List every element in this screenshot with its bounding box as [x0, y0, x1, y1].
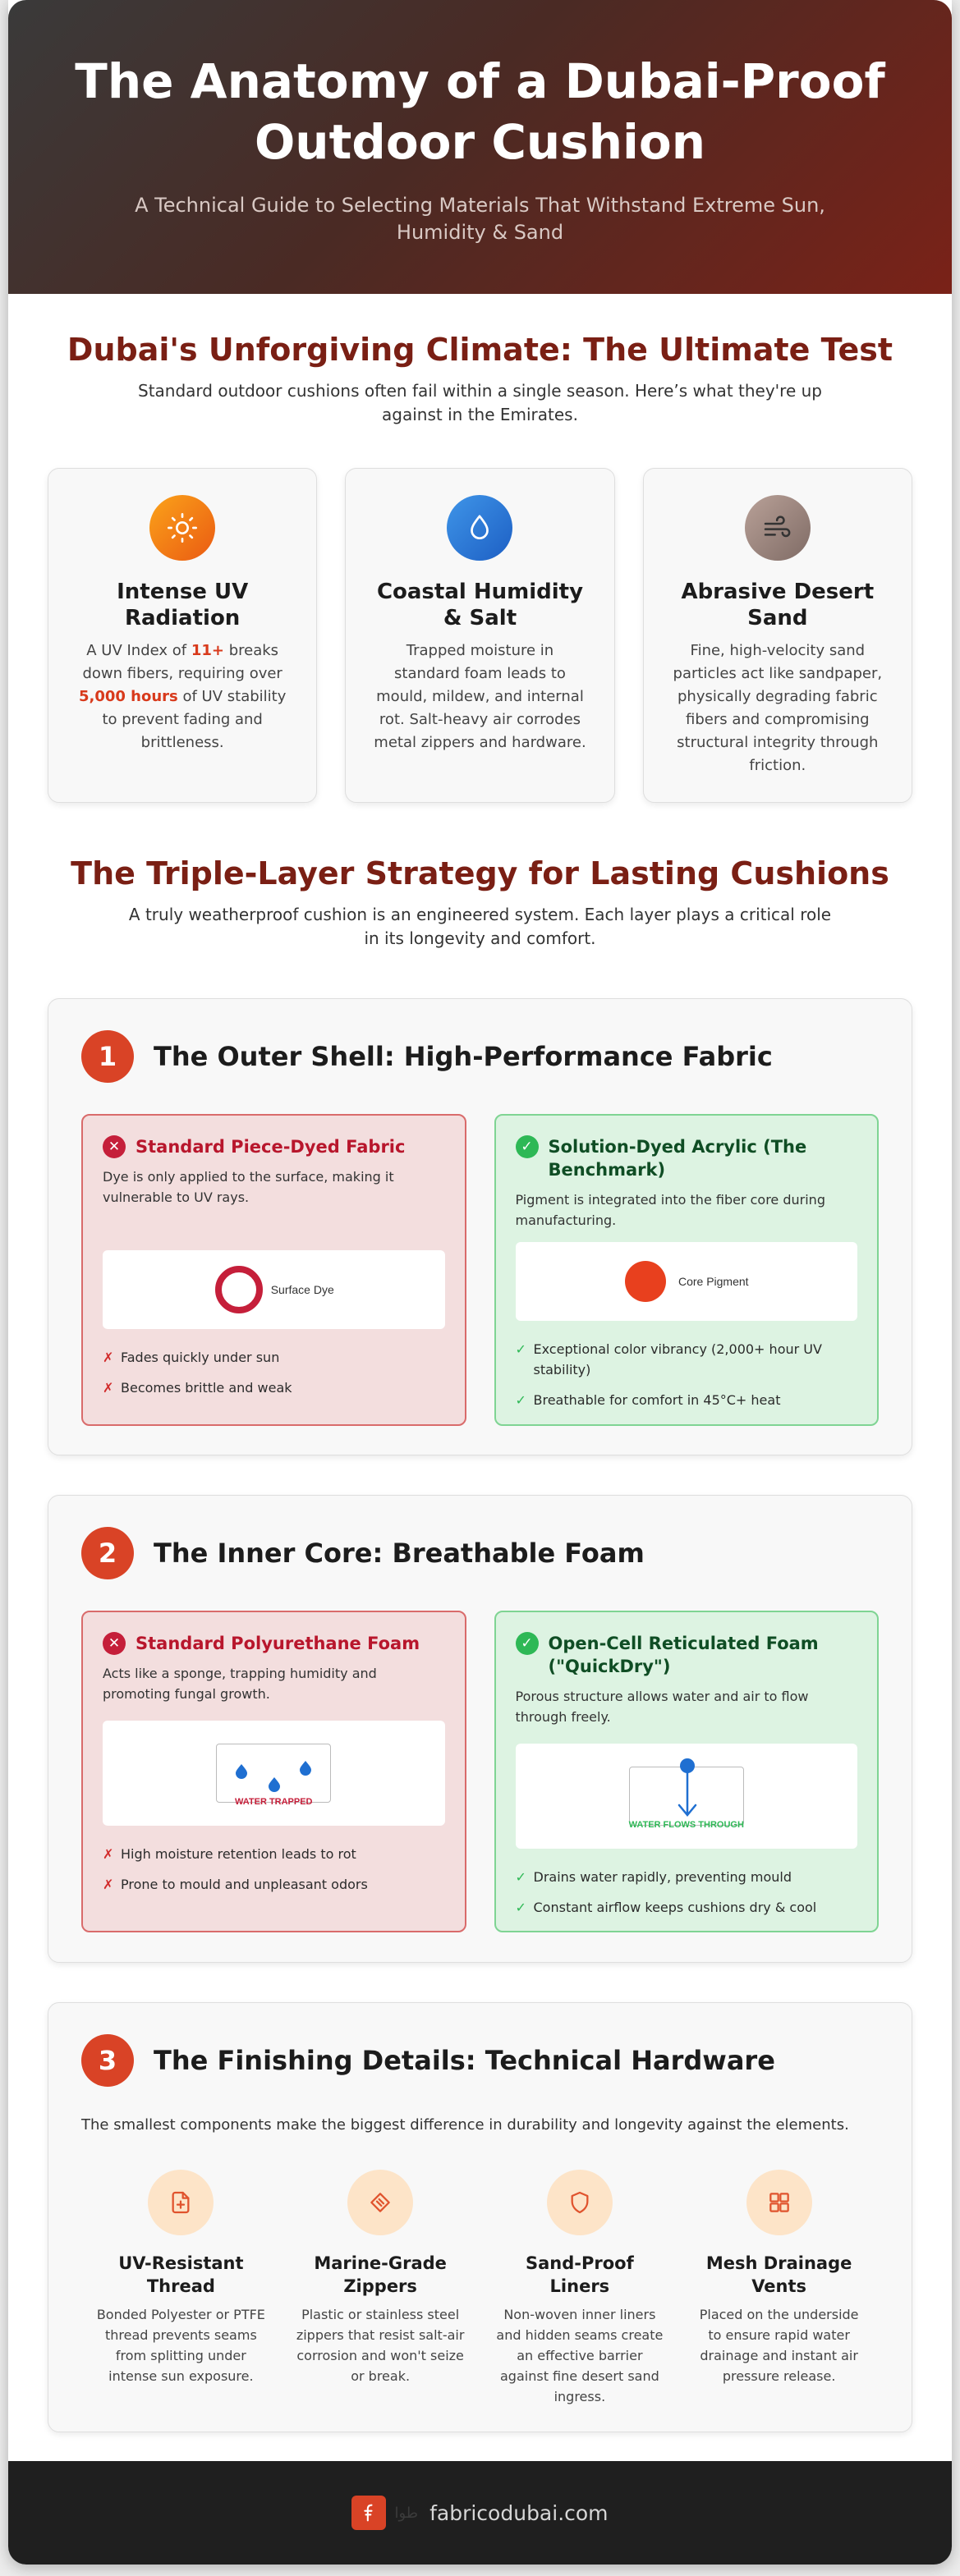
climate-subtitle: Standard outdoor cushions often fail wit…: [138, 381, 822, 424]
step-number: 3: [81, 2034, 134, 2087]
good-option-card: ✓ Solution-Dyed Acrylic (The Benchmark) …: [494, 1114, 879, 1426]
climate-card-text: Trapped moisture in standard foam leads …: [374, 642, 586, 751]
list-item: ✓Constant airflow keeps cushions dry & c…: [515, 1900, 817, 1915]
footer: طوا fabricodubai.com: [8, 2461, 952, 2565]
layer-title: The Finishing Details: Technical Hardwar…: [154, 2045, 775, 2076]
option-title: Standard Polyurethane Foam: [136, 1634, 420, 1653]
hero-banner: The Anatomy of a Dubai-Proof Outdoor Cus…: [8, 0, 952, 294]
hardware-item-zippers: Marine-Grade Zippers Plastic or stainles…: [281, 2170, 480, 2407]
water-drops-icon: [236, 1761, 312, 1792]
step-number: 1: [81, 1030, 134, 1083]
hardware-text: Plastic or stainless steel zippers that …: [296, 2307, 465, 2384]
x-circle-icon: ✕: [103, 1632, 126, 1655]
page-title: The Anatomy of a Dubai-Proof Outdoor Cus…: [75, 53, 885, 170]
layer-title: The Inner Core: Breathable Foam: [154, 1538, 645, 1569]
grid-icon: [746, 2170, 812, 2235]
option-title: Solution-Dyed Acrylic (The Benchmark): [548, 1137, 807, 1180]
hardware-item-thread: UV-Resistant Thread Bonded Polyester or …: [81, 2170, 281, 2407]
hardware-item-vents: Mesh Drainage Vents Placed on the unders…: [679, 2170, 879, 2407]
hardware-text: Non-woven inner liners and hidden seams …: [496, 2307, 664, 2404]
surface-dye-visual: Surface Dye: [103, 1250, 445, 1329]
strategy-title: The Triple-Layer Strategy for Lasting Cu…: [71, 855, 889, 892]
strategy-section: The Triple-Layer Strategy for Lasting Cu…: [8, 803, 952, 951]
infographic-page: The Anatomy of a Dubai-Proof Outdoor Cus…: [8, 0, 952, 2565]
step-number: 2: [81, 1527, 134, 1579]
water-flow-visual: WATER FLOWS THROUGH: [515, 1744, 857, 1849]
document-plus-icon: [148, 2170, 214, 2235]
climate-title: Dubai's Unforgiving Climate: The Ultimat…: [67, 332, 893, 368]
list-item: ✗Prone to mould and unpleasant odors: [103, 1877, 368, 1892]
sun-icon: [149, 495, 216, 561]
hardware-subtitle: The smallest components make the biggest…: [81, 2116, 849, 2134]
list-item: ✓Breathable for comfort in 45°C+ heat: [515, 1392, 781, 1408]
visual-label: Core Pigment: [678, 1275, 749, 1288]
option-desc: Pigment is integrated into the fiber cor…: [515, 1192, 825, 1228]
climate-card-title: Coastal Humidity & Salt: [376, 580, 584, 630]
option-title: Open-Cell Reticulated Foam ("QuickDry"): [548, 1634, 819, 1676]
page-subtitle: A Technical Guide to Selecting Materials…: [135, 194, 825, 244]
layer-panel-hardware: 3 The Finishing Details: Technical Hardw…: [48, 2002, 912, 2432]
layer-panel-foam: 2 The Inner Core: Breathable Foam ✕ Stan…: [48, 1495, 912, 1963]
visual-label: WATER FLOWS THROUGH: [628, 1820, 744, 1830]
surface-dye-ring: [214, 1266, 263, 1313]
check-circle-icon: ✓: [515, 1135, 539, 1158]
water-drop-icon: [447, 495, 513, 561]
x-circle-icon: ✕: [103, 1135, 126, 1158]
arrow-down-icon: [678, 1758, 696, 1817]
option-title: Standard Piece-Dyed Fabric: [136, 1137, 406, 1157]
water-trapped-visual: WATER TRAPPED: [103, 1721, 445, 1826]
layer-title: The Outer Shell: High-Performance Fabric: [154, 1041, 773, 1072]
strategy-subtitle: A truly weatherproof cushion is an engin…: [128, 905, 832, 948]
option-desc: Dye is only applied to the surface, maki…: [103, 1169, 394, 1205]
hardware-title: Marine-Grade Zippers: [314, 2253, 447, 2296]
visual-label: WATER TRAPPED: [234, 1797, 313, 1807]
check-circle-icon: ✓: [515, 1632, 539, 1655]
bad-option-card: ✕ Standard Piece-Dyed Fabric Dye is only…: [81, 1114, 466, 1426]
climate-card-humidity: Coastal Humidity & Salt Trapped moisture…: [345, 468, 615, 803]
option-desc: Porous structure allows water and air to…: [515, 1689, 809, 1725]
good-option-card: ✓ Open-Cell Reticulated Foam ("QuickDry"…: [494, 1611, 879, 1932]
footer-ghost-text: طوا: [394, 2504, 419, 2522]
climate-card-title: Intense UV Radiation: [117, 580, 249, 630]
option-desc: Acts like a sponge, trapping humidity an…: [103, 1666, 377, 1702]
list-item: ✓Exceptional color vibrancy (2,000+ hour…: [515, 1341, 822, 1377]
list-item: ✗Becomes brittle and weak: [103, 1380, 292, 1396]
footer-site-link[interactable]: fabricodubai.com: [429, 2500, 609, 2525]
hardware-title: UV-Resistant Thread: [118, 2253, 244, 2296]
layer-panel-fabric: 1 The Outer Shell: High-Performance Fabr…: [48, 998, 912, 1455]
hardware-title: Mesh Drainage Vents: [705, 2253, 852, 2296]
visual-label: Surface Dye: [270, 1283, 334, 1296]
hardware-text: Bonded Polyester or PTFE thread prevents…: [96, 2307, 265, 2384]
hardware-text: Placed on the underside to ensure rapid …: [699, 2307, 859, 2384]
climate-card-title: Abrasive Desert Sand: [681, 580, 875, 630]
shield-icon: [546, 2170, 613, 2235]
climate-card-sand: Abrasive Desert Sand Fine, high-velocity…: [642, 468, 912, 803]
list-item: ✗Fades quickly under sun: [103, 1350, 280, 1365]
hardware-item-liners: Sand-Proof Liners Non-woven inner liners…: [480, 2170, 680, 2407]
hardware-title: Sand-Proof Liners: [526, 2253, 634, 2296]
list-item: ✓Drains water rapidly, preventing mould: [515, 1869, 792, 1885]
list-item: ✗High moisture retention leads to rot: [103, 1846, 356, 1862]
climate-section: Dubai's Unforgiving Climate: The Ultimat…: [8, 294, 952, 803]
bad-option-card: ✕ Standard Polyurethane Foam Acts like a…: [81, 1611, 466, 1932]
climate-card-text: Fine, high-velocity sand particles act l…: [673, 642, 883, 774]
climate-card-text: A UV Index of 11+ breaks down fibers, re…: [78, 642, 287, 751]
climate-card-uv: Intense UV Radiation A UV Index of 11+ b…: [48, 468, 318, 803]
zipper-icon: [347, 2170, 414, 2235]
brand-logo-icon: [351, 2496, 387, 2530]
wind-icon: [744, 495, 811, 561]
core-pigment-visual: Core Pigment: [515, 1242, 857, 1321]
core-pigment-dot: [624, 1261, 666, 1302]
